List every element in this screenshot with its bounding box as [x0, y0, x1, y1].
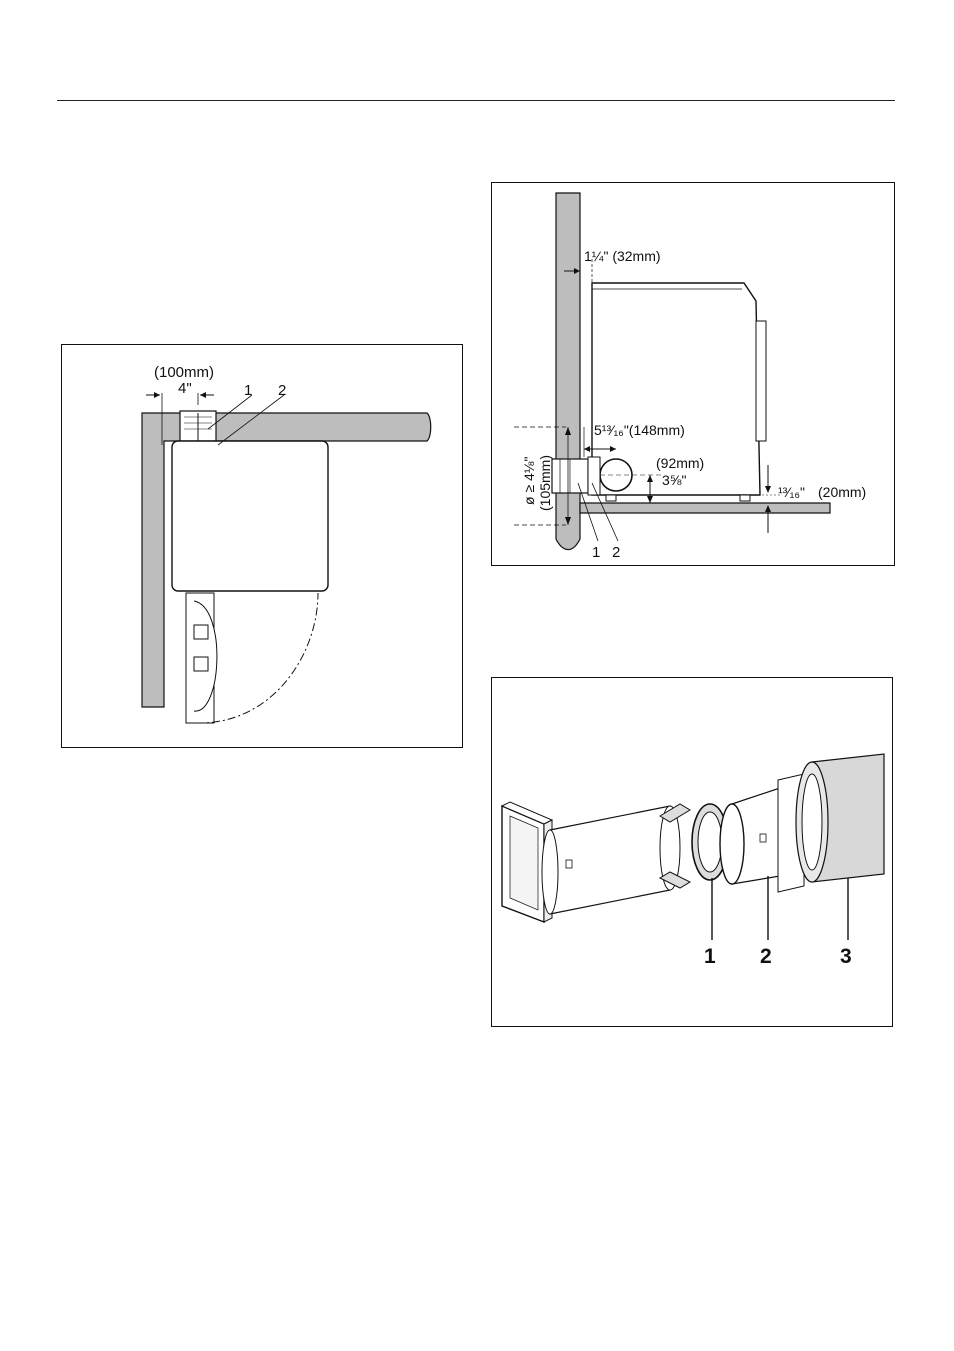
dim-100mm: (100mm) [154, 365, 214, 380]
callout-2: 2 [760, 946, 772, 967]
callout-1: 1 [704, 946, 716, 967]
dim-diameter-in: ø ≥ 4⅛" [522, 457, 536, 505]
vent-kit-drawing [492, 678, 894, 1028]
figure-top-view: (100mm) 4" 1 2 [61, 344, 463, 748]
dim-foot-mm: (20mm) [818, 485, 866, 499]
callout-3: 3 [840, 946, 852, 967]
dim-wall-gap: 1¼" (32mm) [584, 249, 661, 263]
callout-1: 1 [244, 383, 252, 398]
callout-1: 1 [592, 545, 600, 560]
dim-outlet-mm: (92mm) [656, 456, 704, 470]
dim-foot-in: ¹³⁄₁₆" [778, 485, 805, 499]
dim-diameter-mm: (105mm) [538, 455, 552, 511]
callout-2: 2 [278, 383, 286, 398]
dim-4in: 4" [178, 381, 192, 396]
header-rule [57, 100, 895, 101]
dim-duct-offset: 5¹³⁄₁₆"(148mm) [594, 423, 685, 437]
top-view-drawing [62, 345, 464, 749]
callout-2: 2 [612, 545, 620, 560]
figure-side-view: 1¼" (32mm) 5¹³⁄₁₆"(148mm) (92mm) 3⅝" ¹³⁄… [491, 182, 895, 566]
dim-outlet-in: 3⅝" [662, 473, 686, 487]
figure-vent-kit: 1 2 3 [491, 677, 893, 1027]
